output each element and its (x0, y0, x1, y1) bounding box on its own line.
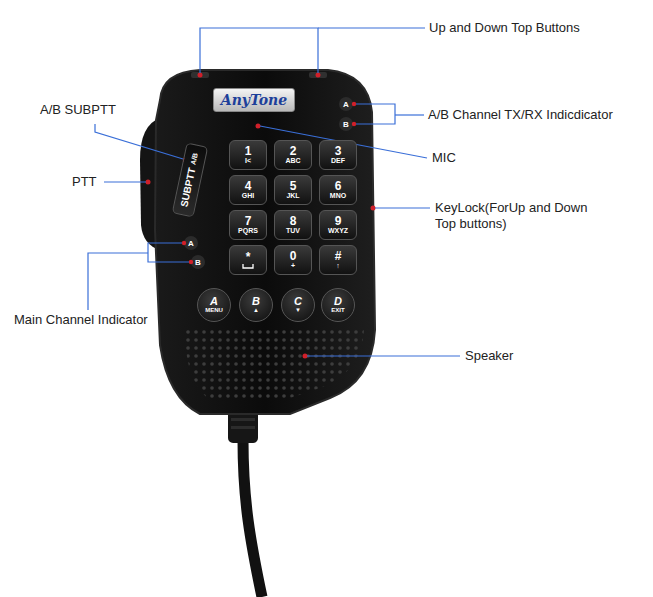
callout-label: A/B SUBPTT (40, 102, 116, 118)
key-sublabel: + (291, 262, 295, 270)
function-button: C▼ (281, 288, 315, 322)
key-sublabel: PQRS (238, 227, 258, 235)
indicator-letter: A (341, 99, 352, 110)
keypad-key: 9WXYZ (319, 210, 357, 240)
callout-label: PTT (72, 174, 97, 190)
logo-plate: AnyTone (213, 88, 295, 112)
key-label: 7 (245, 215, 252, 227)
key-label: SUBPTT (179, 167, 197, 208)
function-button: B▲ (239, 288, 273, 322)
callout-label: MIC (432, 150, 456, 166)
key-label: 8 (290, 215, 297, 227)
key-sublabel: MNO (330, 192, 346, 200)
callout-label: Speaker (465, 348, 513, 364)
key-label: B (252, 296, 260, 307)
key-label: 9 (335, 215, 342, 227)
key-label: 5 (290, 180, 297, 192)
key-label: 3 (335, 145, 342, 157)
key-sublabel: I< (245, 157, 251, 165)
keypad-key: 6MNO (319, 175, 357, 205)
key-label: D (334, 296, 342, 307)
callout-label: Up and Down Top Buttons (429, 20, 580, 36)
key-label: AnyTone (221, 92, 287, 108)
key-sublabel: TUV (286, 227, 300, 235)
key-label: C (294, 296, 302, 307)
key-sublabel: WXYZ (328, 227, 348, 235)
key-sublabel: A/B (189, 152, 199, 165)
key-label: # (335, 250, 342, 262)
key-sublabel: ABC (285, 157, 300, 165)
key-label: 4 (245, 180, 252, 192)
key-sublabel: DEF (331, 157, 345, 165)
key-sublabel: ▼ (295, 307, 301, 314)
key-label: 6 (335, 180, 342, 192)
keypad-key: 4GHI (229, 175, 267, 205)
callout-label: A/B Channel TX/RX Indicdicator (428, 107, 613, 123)
key-sublabel: GHI (242, 192, 254, 200)
key-label: 2 (290, 145, 297, 157)
indicator-letter: A (186, 238, 197, 249)
key-sublabel: JKL (286, 192, 299, 200)
keypad-key: 2ABC (274, 140, 312, 170)
keypad-key: 7PQRS (229, 210, 267, 240)
key-sublabel: ↑ (336, 262, 340, 270)
key-sublabel: MENU (205, 307, 223, 314)
key-sublabel: ▲ (253, 307, 259, 314)
keypad-key: 5JKL (274, 175, 312, 205)
space-symbol (242, 263, 254, 269)
keypad-key: * (229, 245, 267, 275)
key-label: A (210, 296, 218, 307)
keypad-key: 8TUV (274, 210, 312, 240)
key-label: * (246, 251, 251, 263)
keypad-key: 1I< (229, 140, 267, 170)
key-label: 1 (245, 145, 252, 157)
callout-label: Main Channel Indicator (14, 312, 148, 328)
keypad-key: #↑ (319, 245, 357, 275)
function-button: DEXIT (321, 288, 355, 322)
callout-label: KeyLock(ForUp and Down Top buttons) (435, 200, 605, 232)
key-label: 0 (290, 250, 297, 262)
keypad-key: 3DEF (319, 140, 357, 170)
function-button: AMENU (197, 288, 231, 322)
indicator-letter: B (193, 257, 204, 268)
key-sublabel: EXIT (331, 307, 344, 314)
keypad-key: 0+ (274, 245, 312, 275)
indicator-letter: B (341, 119, 352, 130)
